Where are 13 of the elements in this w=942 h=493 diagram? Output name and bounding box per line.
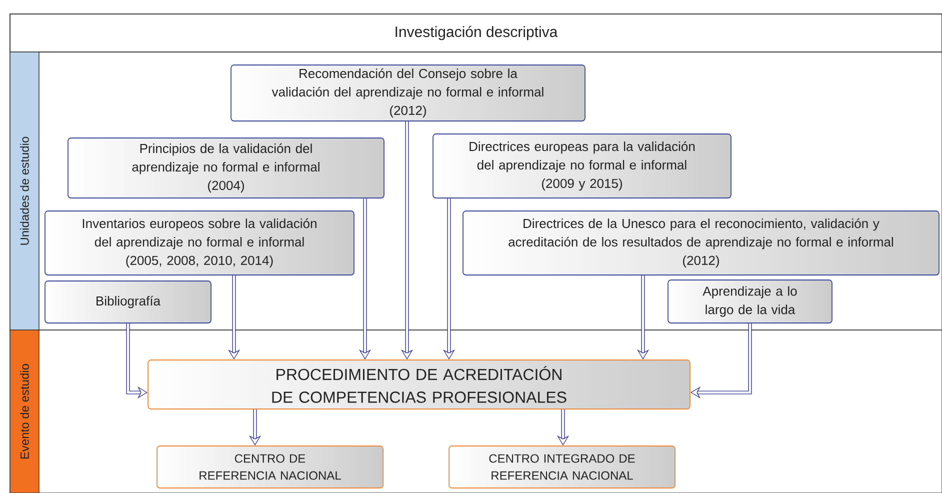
process-box: Directrices de la Unesco para el reconocimiento, validación y acreditación de los resultados de aprendizaje no formal e informal (2012) <box>462 210 940 276</box>
process-box: Recomendación del Consejo sobre la validación del aprendizaje no formal e informal (2012) <box>230 64 586 122</box>
lane-header: Evento de estudio <box>10 330 40 493</box>
process-box: PROCEDIMIENTO DE ACREDITACIÓN DE COMPETENCIAS PROFESIONALES <box>148 360 690 410</box>
process-box: Bibliografía <box>44 280 212 324</box>
process-box: Directrices europeas para la validación del aprendizaje no formal e informal (2009 y 2015) <box>432 134 732 198</box>
process-box: CENTRO DE REFERENCIA NACIONAL <box>156 446 384 488</box>
process-box: Aprendizaje a lo largo de la vida <box>668 280 832 324</box>
lane-header: Unidades de estudio <box>10 52 40 330</box>
process-box: Principios de la validación del aprendizaje no formal e informal (2004) <box>68 138 384 198</box>
process-box: Inventarios europeos sobre la validación del aprendizaje no formal e informal (2005, 2008, 2010, 2014) <box>44 210 354 276</box>
title-band: Investigación descriptiva <box>10 14 942 52</box>
process-box: CENTRO INTEGRADO DE REFERENCIA NACIONAL <box>448 446 676 488</box>
